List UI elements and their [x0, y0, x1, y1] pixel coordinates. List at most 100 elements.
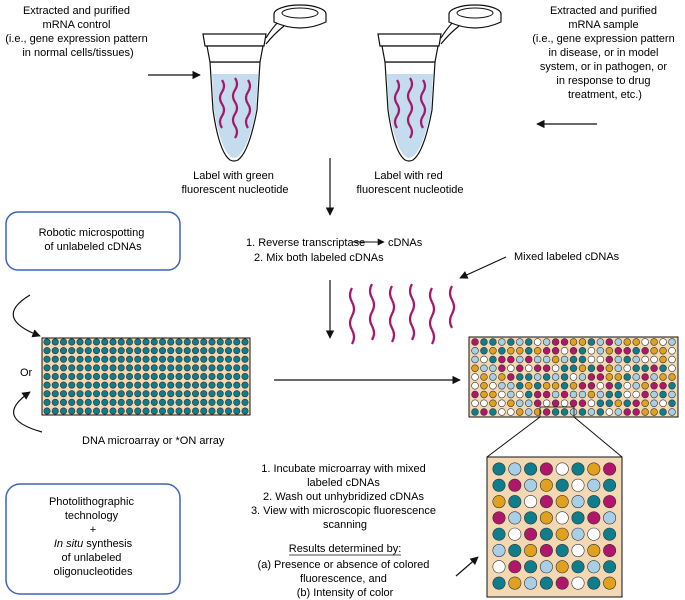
photolithographic-box-text-2: of unlabeled oligonucleotides	[54, 552, 133, 578]
hybridized-spot	[542, 364, 551, 372]
hybridized-spot	[623, 364, 631, 372]
hybridized-spot	[480, 399, 488, 407]
array-spot	[241, 398, 249, 406]
array-spot	[233, 398, 241, 406]
array-spot	[109, 390, 117, 398]
zoom-line-left	[486, 416, 541, 458]
hybridized-spot	[569, 364, 578, 372]
hybridized-spot	[632, 382, 640, 390]
array-spot	[167, 407, 175, 415]
array-spot	[76, 398, 84, 406]
zoom-spot	[539, 478, 553, 492]
array-spot	[208, 398, 216, 406]
array-spot	[68, 381, 76, 389]
hybridized-spot	[471, 364, 479, 372]
array-spot	[59, 338, 67, 346]
array-spot	[51, 338, 59, 346]
array-spot	[134, 381, 142, 389]
hybridized-spot	[551, 399, 560, 407]
array-spot	[51, 372, 59, 380]
array-spot	[43, 407, 51, 415]
zoom-spot	[587, 511, 601, 525]
zoom-spot	[508, 560, 522, 574]
array-spot	[200, 398, 208, 406]
array-spot	[101, 372, 109, 380]
zoom-line-right	[573, 416, 623, 458]
array-spot	[93, 407, 101, 415]
array-spot	[43, 398, 51, 406]
zoom-spot	[539, 462, 553, 476]
photolithographic-box-text: Photolithographic technology +	[49, 496, 137, 536]
array-spot	[216, 372, 224, 380]
array-spot	[175, 338, 183, 346]
hybridized-spot	[560, 382, 569, 390]
hybridized-spot	[525, 347, 533, 355]
array-spot	[233, 355, 241, 363]
hybridized-spot	[641, 399, 649, 407]
array-spot	[68, 338, 76, 346]
array-spot	[216, 381, 224, 389]
array-spot	[208, 381, 216, 389]
array-spot	[159, 381, 167, 389]
hybridized-spot	[542, 338, 551, 346]
hybridized-spot	[641, 347, 649, 355]
hybridized-spot	[641, 390, 649, 399]
hybridized-spot	[471, 373, 479, 381]
hybridized-spot	[641, 364, 649, 372]
zoom-spot	[539, 511, 553, 525]
hybridized-spot	[659, 347, 667, 355]
array-spot	[84, 338, 92, 346]
hybridized-spot	[623, 408, 631, 416]
hybridized-spot	[578, 390, 587, 399]
hybridized-spot	[542, 390, 551, 399]
array-spot	[126, 407, 134, 415]
zoom-spot	[603, 543, 617, 557]
array-spot	[43, 355, 51, 363]
array-spot	[59, 355, 67, 363]
hybridized-spot	[569, 382, 578, 390]
array-spot	[68, 390, 76, 398]
hybridized-spot	[525, 408, 533, 416]
array-spot	[142, 381, 150, 389]
array-spot	[51, 364, 59, 372]
arrow-mixed-label	[459, 256, 507, 279]
array-spot	[225, 372, 233, 380]
hybridized-spot	[507, 347, 515, 355]
zoom-spot	[524, 478, 538, 492]
array-spot	[225, 364, 233, 372]
hybridized-spot	[480, 338, 488, 346]
hybridized-spot	[525, 390, 533, 399]
array-spot	[76, 355, 84, 363]
zoom-spot	[539, 560, 553, 574]
zoom-spot	[508, 527, 522, 541]
array-spot	[233, 338, 241, 346]
hybridized-spot	[605, 390, 614, 399]
hybridized-spot	[542, 399, 551, 407]
zoom-spot	[603, 478, 617, 492]
zoom-region-marker	[539, 406, 575, 418]
hybridized-spot	[516, 399, 524, 407]
array-spot	[159, 398, 167, 406]
array-spot	[59, 347, 67, 355]
zoom-spot	[508, 462, 522, 476]
hybridized-spot	[516, 347, 524, 355]
hybridized-spot	[605, 347, 614, 355]
array-spot	[68, 372, 76, 380]
array-spot	[109, 364, 117, 372]
array-spot	[126, 390, 134, 398]
hybridized-spot	[533, 338, 542, 346]
hybridized-spot	[668, 373, 676, 381]
array-spot	[117, 364, 125, 372]
array-spot	[59, 364, 67, 372]
array-spot	[167, 398, 175, 406]
zoom-spot	[571, 543, 585, 557]
array-spot	[68, 398, 76, 406]
array-spot	[51, 381, 59, 389]
array-spot	[84, 355, 92, 363]
array-spot	[142, 355, 150, 363]
array-spot	[192, 372, 200, 380]
zoom-spot	[492, 560, 506, 574]
hybridized-spot	[632, 399, 640, 407]
array-spot	[126, 372, 134, 380]
hybridized-spot	[596, 382, 605, 390]
